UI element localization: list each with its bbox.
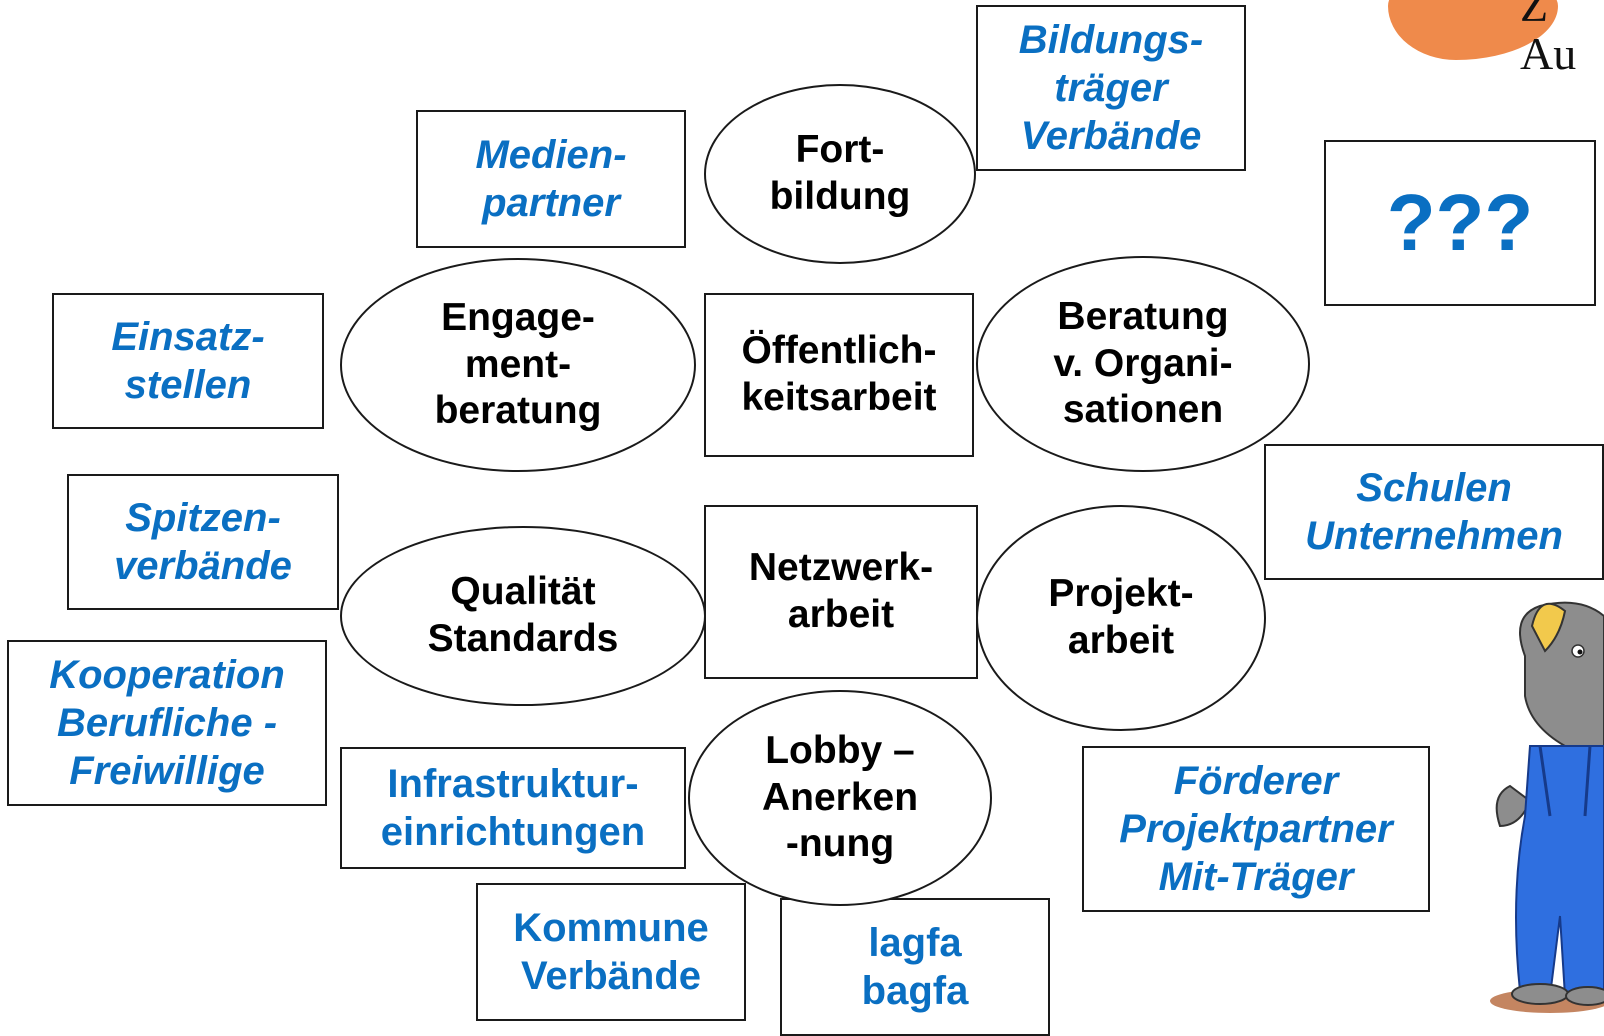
ellipse-projektarbeit: Projekt- arbeit xyxy=(976,505,1266,731)
partner-einsatzstellen: Einsatz- stellen xyxy=(52,293,324,429)
partner-spitzenverbaende: Spitzen- verbände xyxy=(67,474,339,610)
ellipse-fortbildung: Fort- bildung xyxy=(704,84,976,264)
ellipse-qualitaet-standards: Qualität Standards xyxy=(340,526,706,706)
ellipse-lobby-anerkennung: Lobby – Anerken -nung xyxy=(688,690,992,906)
partner-foerderer: Förderer Projektpartner Mit-Träger xyxy=(1082,746,1430,912)
ellipse-beratung-organisationen: Beratung v. Organi- sationen xyxy=(976,256,1310,472)
partner-schulen: Schulen Unternehmen xyxy=(1264,444,1604,580)
rhino-mascot-icon xyxy=(1490,601,1604,1013)
logo-text: Z Au xyxy=(1520,0,1577,80)
partner-bildungstraeger: Bildungs- träger Verbände xyxy=(976,5,1246,171)
core-oeffentlichkeitsarbeit: Öffentlich- keitsarbeit xyxy=(704,293,974,457)
partner-lagfa: lagfa bagfa xyxy=(780,898,1050,1036)
partner-kommune: Kommune Verbände xyxy=(476,883,746,1021)
partner-unknown: ??? xyxy=(1324,140,1596,306)
core-netzwerkarbeit: Netzwerk- arbeit xyxy=(704,505,978,679)
partner-medien: Medien- partner xyxy=(416,110,686,248)
partner-kooperation: Kooperation Berufliche - Freiwillige xyxy=(7,640,327,806)
ellipse-engagementberatung: Engage- ment- beratung xyxy=(340,258,696,472)
partner-infrastruktur: Infrastruktur- einrichtungen xyxy=(340,747,686,869)
